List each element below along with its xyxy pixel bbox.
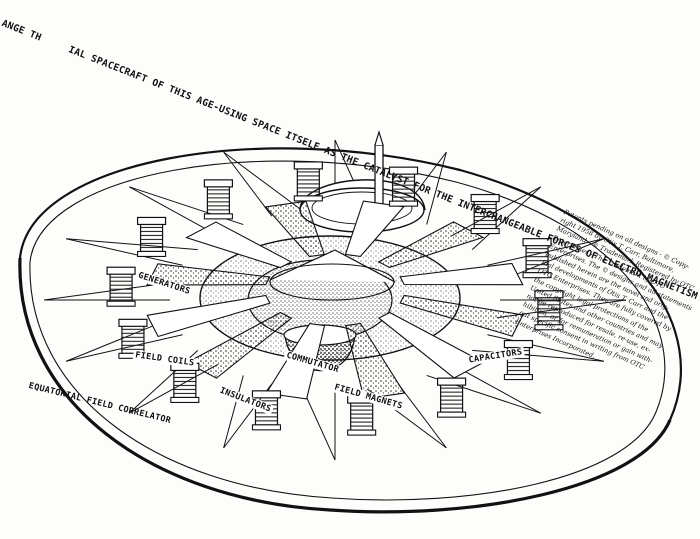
saucer-rim — [18, 147, 682, 514]
coil-cap — [251, 390, 282, 399]
coil-body — [173, 367, 197, 400]
coil-base — [388, 200, 419, 207]
blade — [185, 221, 293, 269]
coil-base — [251, 424, 282, 431]
radial-blades — [146, 200, 524, 400]
coil-cap — [470, 193, 500, 203]
coil-base — [203, 213, 233, 220]
strut-line — [66, 238, 183, 266]
blade — [344, 200, 405, 258]
coil-modules — [106, 161, 564, 436]
coil-cap — [136, 216, 167, 226]
radial-struts — [43, 139, 627, 461]
coil-body — [296, 166, 320, 198]
coil-module — [106, 266, 136, 307]
strut-line — [66, 238, 198, 251]
coil-body — [139, 221, 164, 254]
coil-base — [137, 250, 167, 257]
coil-cap — [522, 238, 552, 247]
coil-module — [436, 377, 467, 418]
coil-cap — [436, 377, 467, 386]
coil-module — [534, 290, 564, 331]
strut-line — [128, 186, 219, 237]
blade — [377, 221, 485, 269]
blade — [399, 262, 524, 286]
coil-module — [522, 238, 552, 279]
coil-module — [293, 161, 323, 202]
coil-base — [293, 195, 323, 202]
coil-cap — [106, 266, 136, 275]
strut-line — [397, 383, 447, 449]
strut-line — [223, 151, 273, 217]
coil-cap — [203, 179, 234, 188]
coil-module — [136, 216, 167, 257]
coil-base — [347, 429, 377, 436]
coil-module — [470, 193, 500, 235]
strut-line — [223, 151, 304, 212]
coil-base — [106, 300, 136, 307]
coil-body — [109, 271, 133, 303]
coil-base — [170, 396, 200, 404]
coil-base — [437, 411, 467, 418]
coil-module — [388, 166, 419, 207]
strut-line — [426, 152, 447, 225]
coil-cap — [118, 318, 148, 327]
coil-module — [203, 179, 234, 220]
coil-cap — [534, 290, 564, 299]
coil-body — [439, 382, 464, 414]
strut-line — [471, 186, 542, 250]
strut-line — [487, 334, 604, 362]
coil-cap — [293, 161, 323, 170]
coil-module — [170, 362, 200, 404]
strut-line — [223, 375, 244, 448]
coil-base — [534, 324, 564, 331]
coil-module — [503, 339, 534, 381]
coil-base — [503, 374, 533, 381]
coil-body — [206, 184, 231, 216]
strut-line — [451, 363, 542, 414]
strut-line — [302, 388, 336, 461]
coil-cap — [503, 339, 534, 349]
coil-body — [350, 400, 374, 432]
blade — [146, 294, 271, 338]
blade — [399, 294, 524, 337]
coil-base — [470, 227, 500, 235]
coil-cap — [388, 166, 419, 175]
coil-base — [522, 272, 552, 279]
